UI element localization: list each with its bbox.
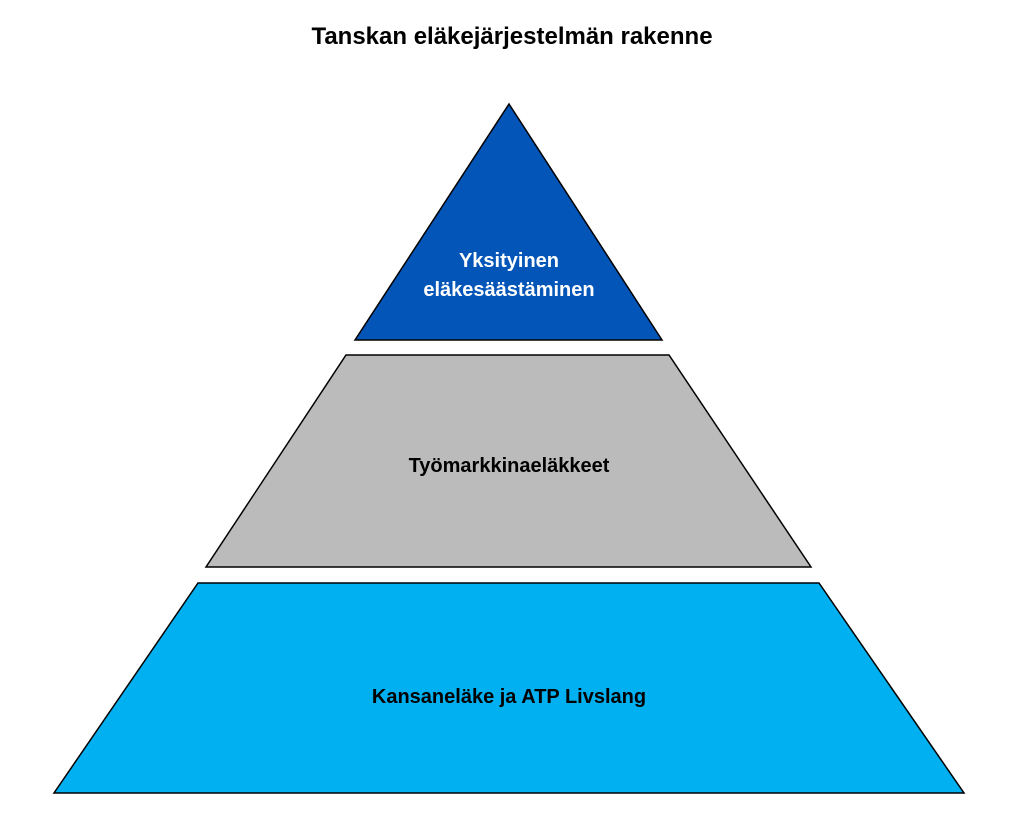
tier-labour-market-pensions [204,354,813,568]
tier-private-savings [353,102,664,341]
tier-private-savings-label-line2: eläkesäästäminen [423,279,594,301]
tier-labour-market-pensions-label: Työmarkkinaeläkkeet [409,455,610,477]
tier-public-pension [52,582,966,794]
diagram-title: Tanskan eläkejärjestelmän rakenne [311,23,713,50]
tier-public-pension-label: Kansaneläke ja ATP Livslang [372,686,646,708]
tier-private-savings-label-line1: Yksityinen [459,250,559,272]
